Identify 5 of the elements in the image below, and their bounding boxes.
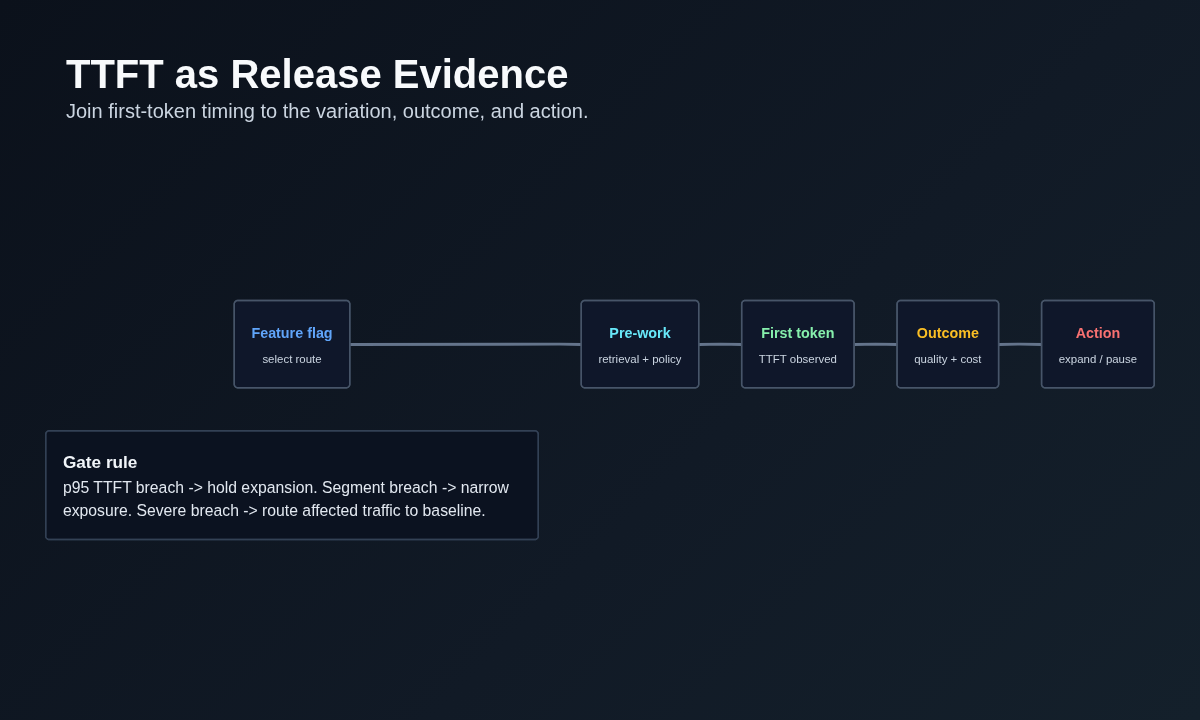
subtitle: Join first-token timing to the variation, outcome, and action. (66, 99, 589, 124)
connector (854, 342, 898, 346)
connector (998, 342, 1042, 346)
connector (350, 342, 582, 346)
title: TTFT as Release Evidence (66, 51, 569, 98)
